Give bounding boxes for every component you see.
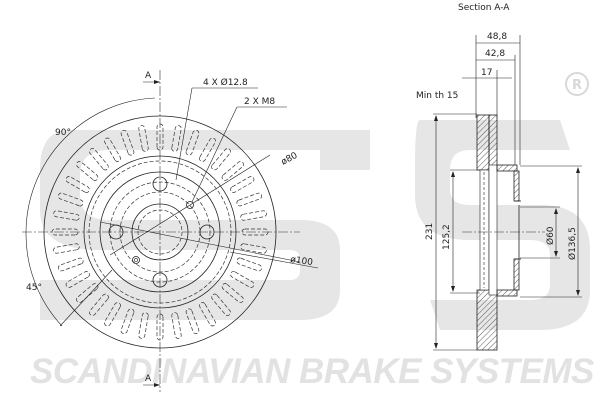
- section-marker-a-top: A: [145, 71, 152, 81]
- vent-slot: [89, 148, 109, 171]
- vent-slot: [104, 137, 121, 162]
- vent-slot: [230, 271, 255, 288]
- vent-slot: [221, 161, 244, 181]
- svg-text:R: R: [572, 78, 582, 93]
- vent-slot: [65, 271, 90, 288]
- vent-slot: [185, 129, 200, 156]
- disc-section-view: Section A-A 48,8 42,8 17 Min th 15: [416, 3, 582, 351]
- vent-slot: [199, 302, 216, 327]
- pcd-label: ø80: [280, 151, 300, 168]
- hub-diameter-label: ø100: [290, 255, 314, 268]
- dim-disc-thickness: 17: [481, 68, 492, 78]
- vent-slot: [236, 192, 263, 207]
- dim-center-bore: Ø60: [545, 226, 556, 245]
- vent-slot: [120, 308, 135, 335]
- min-thickness-label: Min th 15: [416, 91, 458, 101]
- dim-hat-height: 42,8: [485, 49, 505, 59]
- vent-slot: [171, 312, 182, 339]
- vent-slot: [53, 243, 80, 254]
- vent-slot: [65, 176, 90, 193]
- vent-slot: [57, 192, 84, 207]
- vent-slot: [236, 257, 263, 272]
- vent-slot: [211, 293, 231, 316]
- registered-mark: R: [565, 72, 589, 96]
- vent-slot: [221, 283, 244, 303]
- angle-45-label: 45°: [26, 283, 42, 293]
- section-marker-a-bottom: A: [145, 374, 152, 384]
- vent-slot: [76, 283, 99, 303]
- vent-slot: [138, 125, 149, 152]
- vent-slot: [120, 129, 135, 156]
- vent-slot: [240, 243, 267, 254]
- section-title: Section A-A: [458, 3, 510, 13]
- vent-slot: [138, 312, 149, 339]
- vent-slot: [199, 137, 216, 162]
- vent-slot: [171, 125, 182, 152]
- vent-slot: [89, 293, 109, 316]
- vent-slot: [53, 210, 80, 221]
- dim-outer-diameter: 231: [425, 223, 435, 240]
- brand-watermark-text: SCANDINAVIAN BRAKE SYSTEMS: [30, 352, 594, 391]
- dim-inner-friction-diameter: 125,2: [442, 224, 452, 250]
- angle-90-label: 90°: [55, 128, 71, 138]
- vent-slot: [76, 161, 99, 181]
- thread-hole-1: [186, 201, 194, 209]
- vent-slot: [57, 257, 84, 272]
- dim-overall-height: 48,8: [487, 32, 507, 42]
- vent-slots: [51, 123, 269, 341]
- vent-slot: [211, 148, 231, 171]
- vent-slot: [230, 176, 255, 193]
- thread-hole-2: [132, 256, 140, 264]
- thread-holes-label: 2 X M8: [244, 97, 275, 107]
- bolt-holes-label: 4 X Ø12.8: [203, 77, 248, 88]
- dim-hat-diameter: Ø136,5: [567, 227, 578, 260]
- vent-slot: [240, 210, 267, 221]
- vent-slot: [104, 302, 121, 327]
